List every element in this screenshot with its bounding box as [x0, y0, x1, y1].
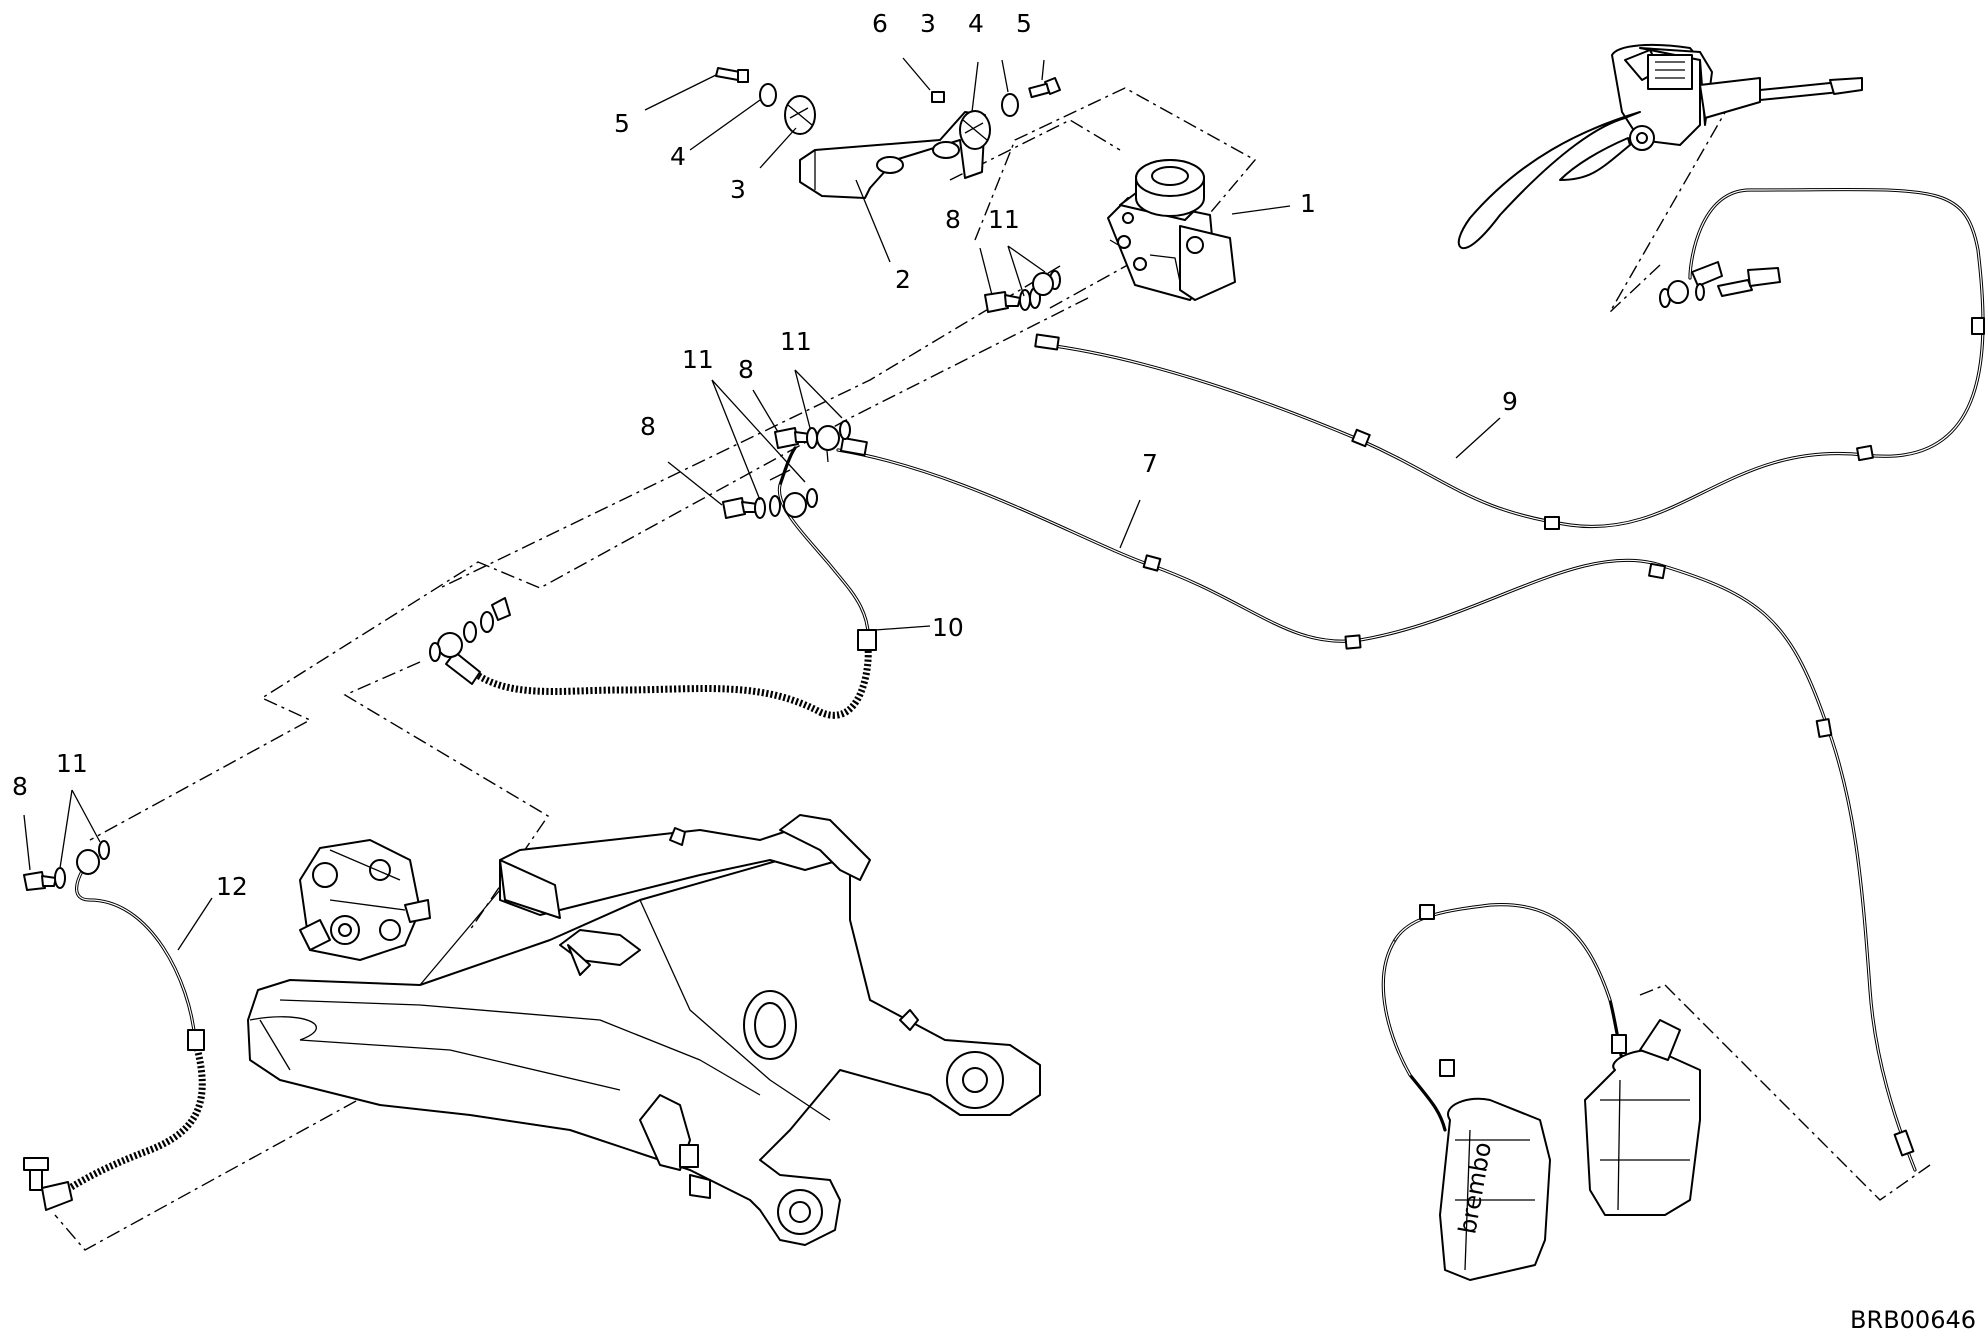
callout-12: 12 [216, 872, 248, 901]
callout-8a: 8 [945, 205, 961, 234]
callout-8d: 8 [12, 772, 28, 801]
hose-12 [23, 860, 206, 1211]
callout-1: 1 [1300, 189, 1316, 218]
callout-9: 9 [1502, 387, 1518, 416]
callout-3a: 3 [730, 175, 746, 204]
callout-11c: 11 [682, 345, 714, 374]
callout-4b: 4 [968, 9, 984, 38]
swingarm [247, 814, 1041, 1246]
callout-8c: 8 [640, 412, 656, 441]
callout-10: 10 [932, 613, 964, 642]
rear-caliper [299, 839, 431, 961]
callout-2: 2 [895, 265, 911, 294]
callout-6: 6 [872, 9, 888, 38]
abs-bracket [799, 111, 986, 199]
callout-8b: 8 [738, 355, 754, 384]
callout-3b: 3 [920, 9, 936, 38]
hose-9 [1034, 187, 1985, 530]
callout-7: 7 [1142, 449, 1158, 478]
hose-10 [445, 446, 877, 719]
master-cylinder-lever [1457, 43, 1863, 250]
drawing-code: BRB00646 [1850, 1306, 1976, 1334]
callout-5a: 5 [614, 109, 630, 138]
callout-11d: 11 [56, 749, 88, 778]
abs-unit [1107, 159, 1236, 301]
callout-5b: 5 [1016, 9, 1032, 38]
callout-leaders [23, 57, 1501, 951]
hose-7 [824, 427, 1917, 1172]
callout-4a: 4 [670, 142, 686, 171]
front-calipers: brembo [1381, 903, 1701, 1281]
callout-11a: 11 [988, 205, 1020, 234]
callout-11b: 11 [780, 327, 812, 356]
callouts: 1 2 3 3 4 4 5 5 6 7 8 8 8 8 9 10 11 11 1… [12, 9, 1518, 901]
hardware [23, 67, 1781, 891]
